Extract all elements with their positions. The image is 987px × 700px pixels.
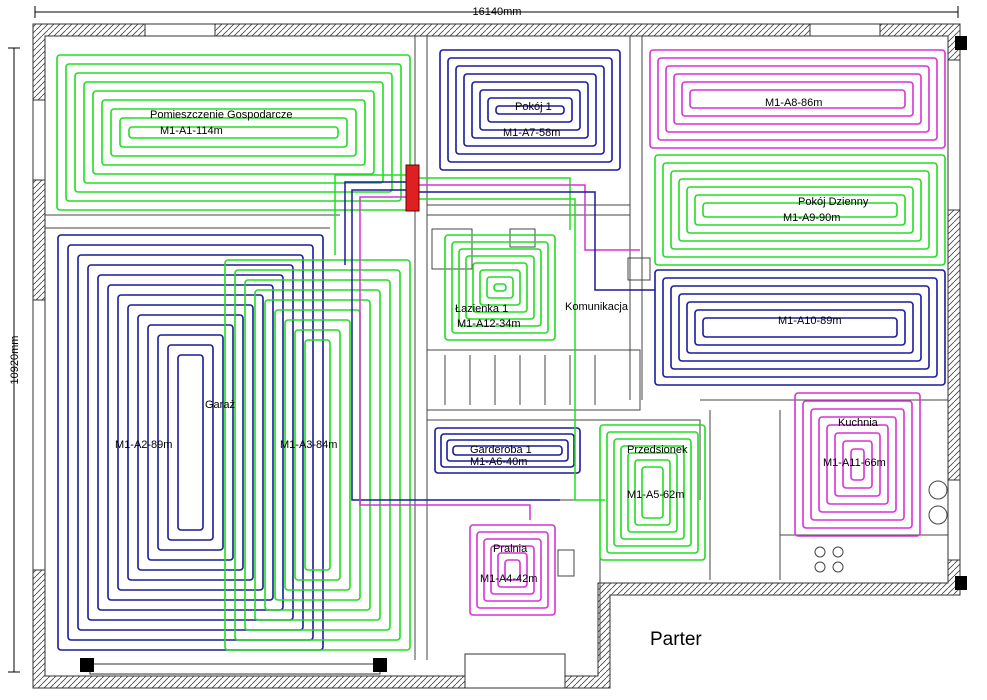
loop-a6 [434,427,581,474]
loop-label-a2: M1-A2-89m [115,439,172,451]
room-name-garaz: Garaż [205,399,235,411]
loop-a2 [57,234,324,651]
room-name-dzienny: Pokój Dzienny [798,196,869,208]
loop-a1 [56,54,411,211]
loop-label-a8: M1-A8-86m [765,97,822,109]
loop-label-a10: M1-A10-89m [778,315,842,327]
loop-label-a12: M1-A12-34m [457,318,521,330]
supply-lines [334,174,655,520]
loop-label-a6: M1-A6-40m [470,456,527,468]
loop-a11 [794,392,921,537]
room-name-kuchnia: Kuchnia [838,417,879,429]
room-name-komunikacja: Komunikacja [565,301,629,313]
loop-a5 [599,424,706,561]
floor-title: Parter [650,629,702,650]
loop-a4 [469,524,556,616]
loop-a10 [654,269,946,386]
loop-label-a7: M1-A7-58m [503,127,560,139]
loop-label-a5: M1-A5-62m [627,489,684,501]
loop-a7 [439,49,621,171]
loop-label-a9: M1-A9-90m [783,212,840,224]
loop-a12 [444,234,556,341]
loop-label-a1: M1-A1-114m [160,125,223,137]
loop-a9 [654,154,946,266]
room-name-garderoba: Garderoba 1 [470,444,532,456]
room-name-przedsionek: Przedsionek [627,444,688,456]
loop-label-a11: M1-A11-66m [823,457,886,469]
room-name-lazienka: Łazienka 1 [455,303,508,315]
loop-a8 [649,49,946,149]
heating-loops [56,49,946,651]
room-name-gospodarcze: Pomieszczenie Gospodarcze [150,109,292,121]
dimension-height: 10920mm [8,47,21,673]
room-name-pokoj1: Pokój 1 [515,101,552,113]
height-dimension-label: 10920mm [9,336,21,385]
loop-label-a4: M1-A4-42m [480,573,537,585]
loop-label-a3: M1-A3-84m [280,439,337,451]
dimension-width: 16140mm [34,6,959,18]
width-dimension-label: 16140mm [473,6,522,18]
room-name-pralnia: Pralnia [493,543,528,555]
interior-walls [45,36,948,660]
manifold [405,164,420,212]
room-labels: Pomieszczenie Gospodarcze M1-A1-114m Gar… [115,97,886,585]
